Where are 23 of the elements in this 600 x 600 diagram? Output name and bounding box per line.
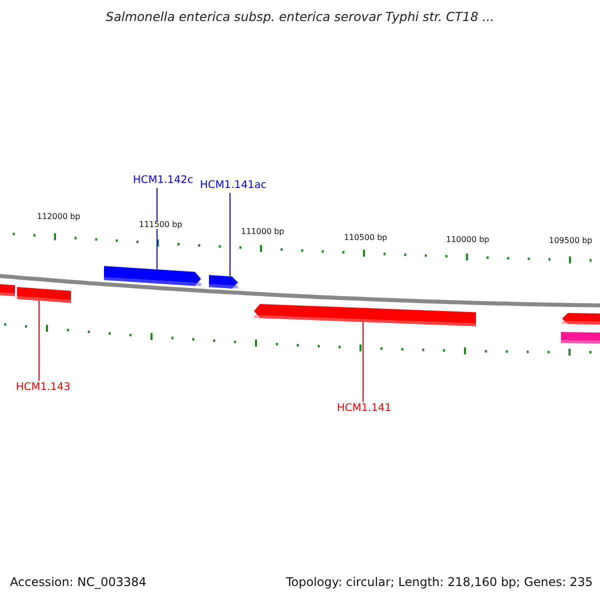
- gene-block: [562, 313, 600, 325]
- leader-line: [156, 188, 158, 270]
- footer-text: Accession: NC_003384: [10, 576, 146, 588]
- scale-label: 112000 bp: [37, 213, 80, 221]
- leader-line: [38, 300, 40, 382]
- gene-block: [209, 275, 238, 289]
- scale-label: 111000 bp: [241, 228, 284, 236]
- gene-block: [104, 266, 201, 286]
- leader-line: [362, 322, 364, 402]
- gene-label: HCM1.141: [337, 403, 392, 414]
- gene-bar: [561, 332, 600, 344]
- scale-label: 109500 bp: [549, 237, 592, 245]
- scale-label: 110000 bp: [446, 236, 490, 244]
- gene-label: HCM1.142c: [133, 175, 194, 186]
- gene-block: [254, 304, 476, 326]
- gene-bar: [17, 287, 71, 303]
- footer-text: Topology: circular; Length: 218,160 bp; Genes: 235: [286, 576, 593, 588]
- gene-bar: [0, 284, 15, 296]
- title: Salmonella enterica subsp. enterica serovar Typhi str. CT18 ...: [104, 11, 496, 24]
- gene-label: HCM1.143: [16, 382, 70, 392]
- gene-label: HCM1.141ac: [200, 180, 267, 190]
- scale-label: 111500 bp: [139, 221, 182, 229]
- scale-label: 110500 bp: [344, 234, 388, 242]
